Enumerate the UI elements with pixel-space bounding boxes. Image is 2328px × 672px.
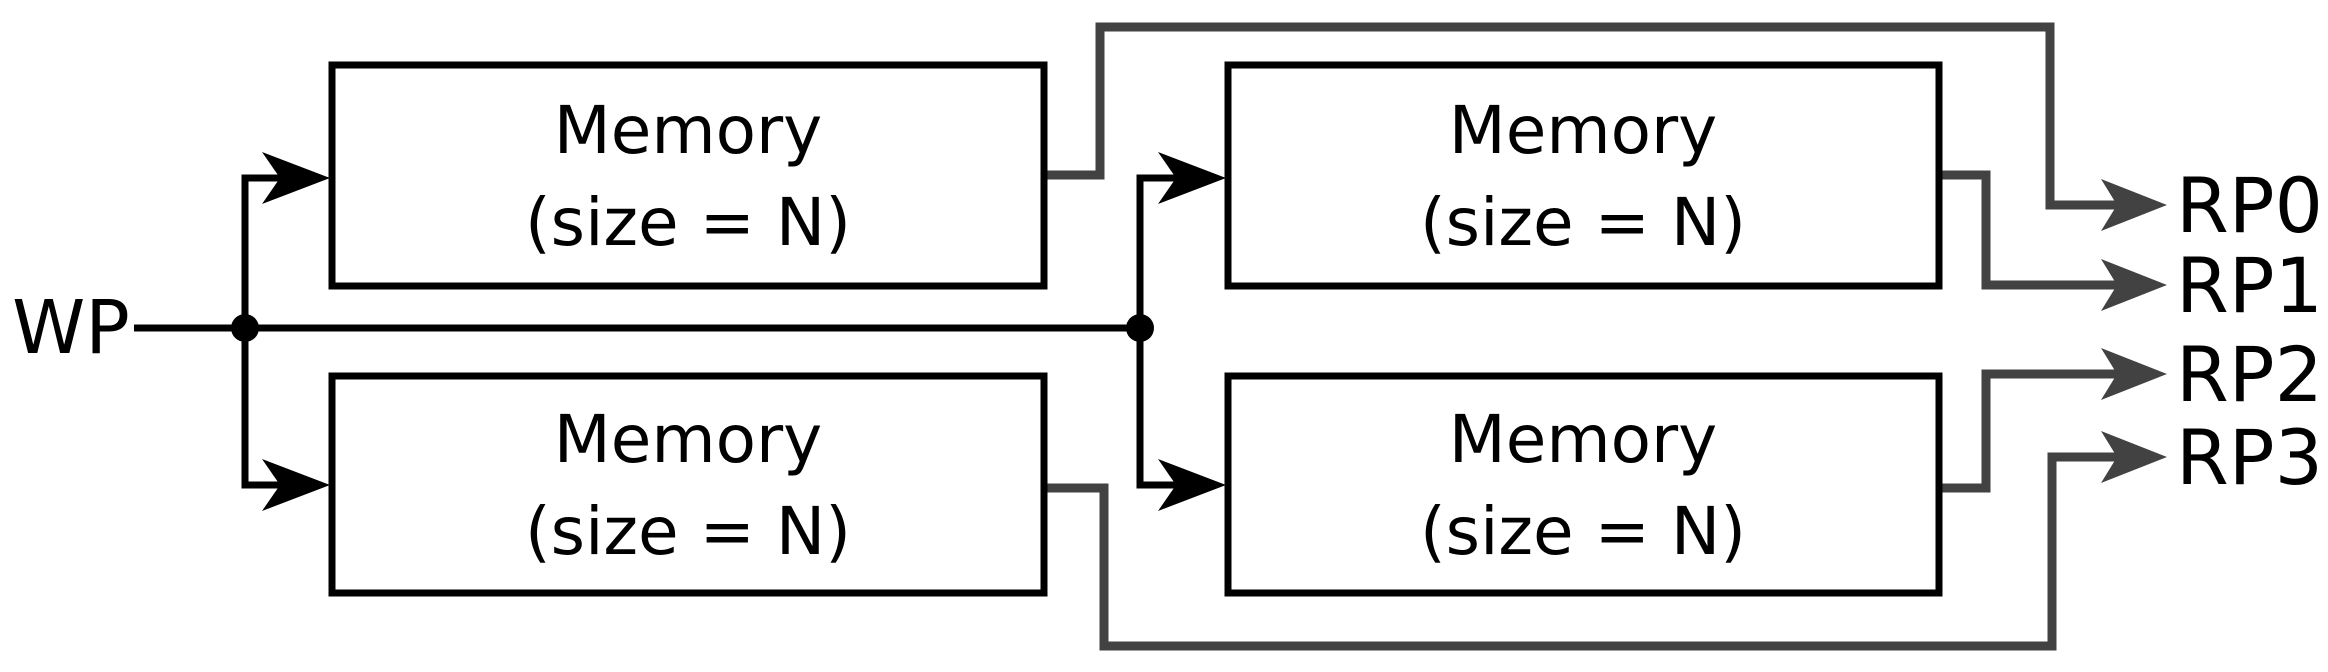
write-branch-bottom-right xyxy=(1136,328,1178,489)
read-wires xyxy=(1044,22,2119,651)
write-port-label: WP xyxy=(12,285,130,371)
junction-dot-left-icon xyxy=(231,314,259,342)
memory-blocks: Memory (size = N) Memory (size = N) Memo… xyxy=(328,61,1943,597)
arrowhead-memory-top-left-icon xyxy=(262,152,330,204)
arrowhead-rp0-icon xyxy=(2101,179,2167,231)
memory-title: Memory xyxy=(554,92,822,169)
arrowhead-memory-top-right-icon xyxy=(1158,152,1226,204)
read-wire-rp3 xyxy=(1044,452,2119,651)
read-port-labels: RP0 RP1 RP2 RP3 xyxy=(2176,161,2323,502)
write-branch-top-left xyxy=(241,174,282,328)
memory-block-top-right xyxy=(1224,61,1943,290)
read-wire-rp0 xyxy=(1044,22,2119,210)
arrowhead-rp2-icon xyxy=(2101,348,2167,400)
memory-title: Memory xyxy=(554,401,822,478)
arrowhead-memory-bottom-left-icon xyxy=(262,459,330,511)
write-wires xyxy=(134,174,1178,489)
read-wire-rp2 xyxy=(1939,369,2119,493)
read-wire-arrowheads xyxy=(2101,179,2167,483)
memory-block-bottom-left xyxy=(328,372,1048,597)
memory-block-top-left xyxy=(328,61,1048,290)
arrowhead-memory-bottom-right-icon xyxy=(1158,459,1226,511)
arrowhead-rp3-icon xyxy=(2101,431,2167,483)
arrowhead-rp1-icon xyxy=(2101,259,2167,311)
read-port-label-rp3: RP3 xyxy=(2176,413,2323,502)
memory-subtitle: (size = N) xyxy=(525,184,851,261)
write-wire-arrowheads xyxy=(231,152,1226,511)
memory-block-bottom-right xyxy=(1224,372,1943,597)
read-port-label-rp2: RP2 xyxy=(2176,330,2323,419)
write-branch-top-right xyxy=(1136,174,1178,328)
memory-title: Memory xyxy=(1449,401,1717,478)
memory-subtitle: (size = N) xyxy=(525,493,851,570)
read-port-label-rp0: RP0 xyxy=(2176,161,2323,250)
memory-subtitle: (size = N) xyxy=(1420,184,1746,261)
memory-title: Memory xyxy=(1449,92,1717,169)
memory-subtitle: (size = N) xyxy=(1420,493,1746,570)
write-branch-bottom-left xyxy=(241,328,282,489)
read-port-label-rp1: RP1 xyxy=(2176,241,2323,330)
junction-dot-right-icon xyxy=(1126,314,1154,342)
read-wire-rp1 xyxy=(1939,170,2119,290)
